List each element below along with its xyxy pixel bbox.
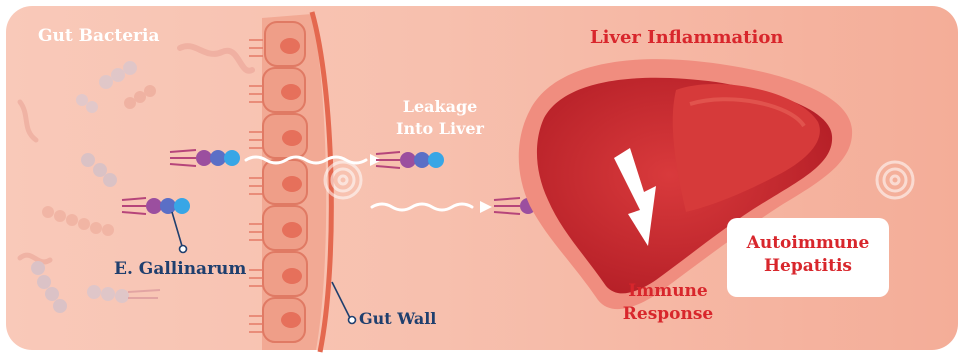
label-immune-line1: Immune — [613, 280, 723, 303]
label-e-gallinarum: E. Gallinarum — [114, 259, 246, 279]
label-autoimmune-hepatitis: Autoimmune Hepatitis — [727, 232, 889, 278]
label-autoimmune-line1: Autoimmune — [727, 232, 889, 255]
label-gut-wall: Gut Wall — [359, 309, 436, 328]
label-liver-inflammation: Liver Inflammation — [590, 27, 783, 48]
label-gut-bacteria: Gut Bacteria — [38, 26, 159, 46]
label-immune-response: Immune Response — [613, 280, 723, 326]
label-leakage: Leakage Into Liver — [384, 96, 496, 140]
label-autoimmune-line2: Hepatitis — [727, 255, 889, 278]
label-leakage-line1: Leakage — [384, 96, 496, 118]
label-immune-line2: Response — [613, 303, 723, 326]
label-leakage-line2: Into Liver — [384, 118, 496, 140]
